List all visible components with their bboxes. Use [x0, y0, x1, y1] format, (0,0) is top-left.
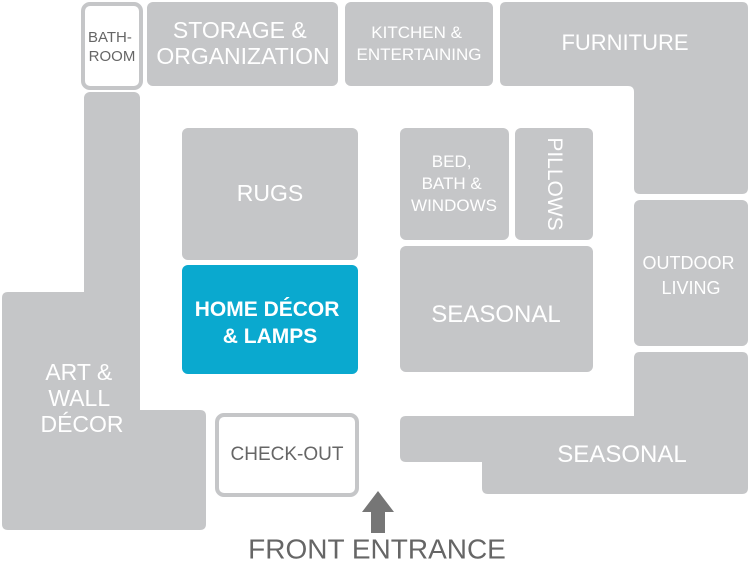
zone-storage-organization[interactable]: STORAGE & ORGANIZATION [147, 2, 338, 86]
zone-bathroom[interactable]: BATH- ROOM [81, 2, 143, 90]
zone-outdoor-label: OUTDOOR LIVING [642, 253, 739, 298]
zone-checkout-label: CHECK-OUT [231, 444, 344, 465]
zone-furniture-label: FURNITURE [561, 30, 688, 55]
zone-storage-label: STORAGE & ORGANIZATION [156, 17, 329, 69]
zone-bed-bath-label: BED, BATH & WINDOWS [411, 152, 497, 215]
zone-checkout[interactable]: CHECK-OUT [215, 413, 359, 497]
zone-pillows-label: PILLOWS [543, 137, 566, 230]
zone-kitchen-label: KITCHEN & ENTERTAINING [357, 23, 482, 64]
zone-art-wall-label: ART & WALL DÉCOR [40, 359, 123, 437]
up-arrow-icon [362, 491, 394, 533]
zone-outdoor-living[interactable]: OUTDOOR LIVING [634, 200, 748, 346]
zone-seasonal-bottom-label: SEASONAL [557, 441, 686, 468]
zone-rugs[interactable]: RUGS [182, 128, 358, 260]
front-entrance-label: FRONT ENTRANCE [248, 533, 506, 564]
zone-furniture[interactable]: FURNITURE [500, 2, 748, 194]
zone-art-wall-decor[interactable]: ART & WALL DÉCOR [2, 292, 206, 530]
zone-seasonal-center-label: SEASONAL [431, 301, 560, 328]
zone-rugs-label: RUGS [237, 180, 303, 206]
zone-bathroom-label: BATH- ROOM [88, 29, 136, 65]
zone-bed-bath-windows[interactable]: BED, BATH & WINDOWS [400, 128, 509, 240]
zone-kitchen-entertaining[interactable]: KITCHEN & ENTERTAINING [345, 2, 493, 86]
zone-seasonal-bottom[interactable]: SEASONAL [400, 352, 748, 494]
zone-seasonal-center[interactable]: SEASONAL [400, 246, 593, 372]
zone-home-decor-lamps[interactable]: HOME DÉCOR & LAMPS [182, 265, 358, 374]
zone-home-decor-label: HOME DÉCOR & LAMPS [195, 298, 346, 348]
zone-pillows[interactable]: PILLOWS [515, 128, 593, 240]
